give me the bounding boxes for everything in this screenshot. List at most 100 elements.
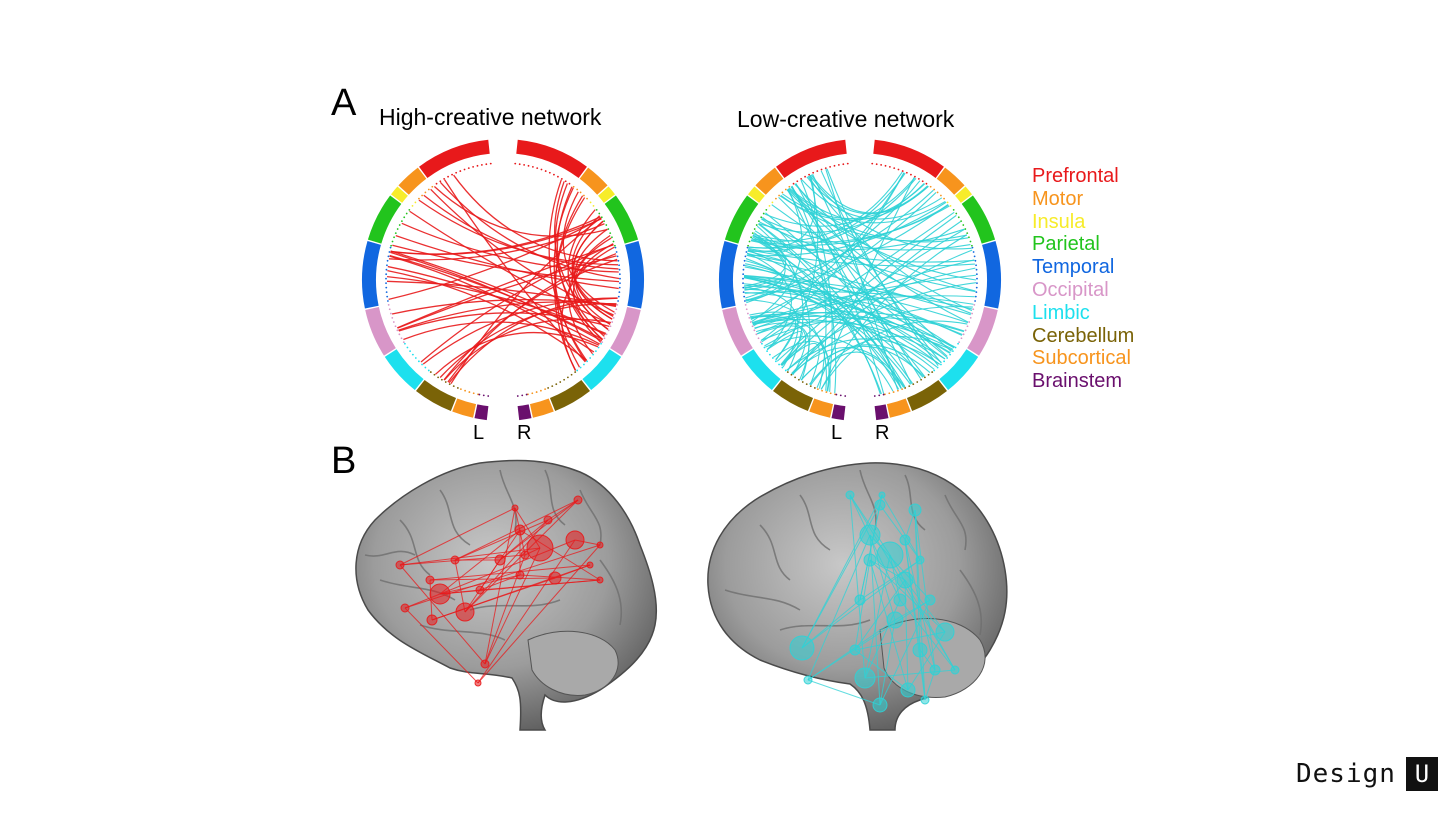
node-dot <box>406 346 409 349</box>
node-dot <box>603 337 606 340</box>
node-dot <box>871 162 874 165</box>
node-dot <box>745 251 748 253</box>
node-dot <box>774 360 777 363</box>
connection-edge <box>448 297 618 384</box>
connection-edge <box>745 299 827 391</box>
connection-edge <box>747 249 975 267</box>
brain-node <box>450 555 460 565</box>
ring-segment-left-9 <box>474 404 489 421</box>
brain-edge <box>499 499 579 561</box>
node-dot <box>768 353 771 356</box>
legend-item-motor: Motor <box>1032 187 1084 210</box>
ring-segment-left-4 <box>362 241 381 309</box>
node-dot <box>839 394 842 397</box>
node-dot <box>820 168 823 171</box>
low-network-title: Low-creative network <box>737 106 955 132</box>
connection-edge <box>744 288 951 354</box>
node-dot <box>385 291 388 294</box>
connection-edge <box>389 255 595 353</box>
node-dot <box>931 371 934 373</box>
connection-edge <box>761 211 955 343</box>
node-dot <box>544 388 547 391</box>
node-dot <box>472 165 475 168</box>
brain-node <box>515 570 525 580</box>
node-dot <box>388 251 391 253</box>
brain-node <box>899 534 911 546</box>
ring-segment-right-3 <box>604 195 639 244</box>
low-left-label: L <box>831 422 843 444</box>
brain-node <box>878 491 886 499</box>
connection-edge <box>786 338 941 371</box>
connection-edge <box>555 195 584 368</box>
brain-edge <box>807 679 881 706</box>
node-dot <box>808 173 810 176</box>
node-dot <box>411 204 414 207</box>
node-dot <box>396 329 399 332</box>
node-dot <box>949 204 952 207</box>
node-dot <box>387 303 390 306</box>
node-dot <box>421 363 423 366</box>
node-dot <box>404 342 406 345</box>
node-dot <box>459 388 462 391</box>
node-dot <box>975 264 977 267</box>
node-dot <box>618 286 621 289</box>
ring-segment-left-4 <box>718 241 738 309</box>
node-dot <box>405 212 408 215</box>
node-dot <box>842 163 845 166</box>
node-dot <box>553 173 555 176</box>
brain-node <box>480 659 490 669</box>
node-dot <box>408 208 411 211</box>
connection-edge <box>786 189 837 394</box>
brain-edge <box>477 539 576 684</box>
node-dot <box>901 170 904 172</box>
node-dot <box>597 346 600 349</box>
node-dot <box>618 273 621 276</box>
connection-edge <box>561 246 615 371</box>
brain-node <box>874 499 886 511</box>
node-dot <box>618 291 621 294</box>
node-dot <box>804 175 806 178</box>
node-dot <box>975 273 978 276</box>
node-dot <box>427 188 430 191</box>
node-dot <box>586 360 589 363</box>
node-dot <box>396 228 399 230</box>
node-dot <box>385 286 388 289</box>
node-dot <box>742 277 744 280</box>
brain-edge <box>881 494 921 561</box>
ring-segment-left-7 <box>773 379 814 412</box>
node-dot <box>929 185 932 188</box>
node-dot <box>743 259 746 262</box>
node-dot <box>744 303 747 306</box>
brain-node <box>893 593 907 607</box>
node-dot <box>974 295 977 298</box>
connection-edge <box>748 216 791 253</box>
connection-edge <box>430 188 614 316</box>
brain-node <box>803 675 813 685</box>
node-dot <box>451 173 453 176</box>
node-dot <box>468 391 471 393</box>
node-dot <box>778 194 780 197</box>
node-dot <box>611 321 614 323</box>
brain-edge <box>479 574 521 591</box>
node-dot <box>962 333 965 336</box>
node-dot <box>742 286 745 289</box>
connection-edge <box>403 321 600 346</box>
legend-item-cerebellum: Cerebellum <box>1032 324 1135 347</box>
brain-node <box>920 695 930 705</box>
high-connection-edges <box>386 174 620 385</box>
node-dot <box>391 240 394 243</box>
connection-edge <box>386 280 617 308</box>
brain-edge <box>904 539 936 671</box>
connection-edge <box>435 331 599 375</box>
brain-node <box>935 622 955 642</box>
node-dot <box>617 259 620 262</box>
node-dot <box>905 171 908 174</box>
brain-edge <box>807 534 871 681</box>
connection-edge <box>790 186 922 380</box>
node-dot <box>611 236 613 239</box>
node-dot <box>745 308 748 311</box>
low-connection-edges <box>743 168 977 395</box>
brain-edge <box>879 504 921 561</box>
low-brain-network <box>789 490 960 713</box>
ring-segment-right-1 <box>936 167 965 195</box>
